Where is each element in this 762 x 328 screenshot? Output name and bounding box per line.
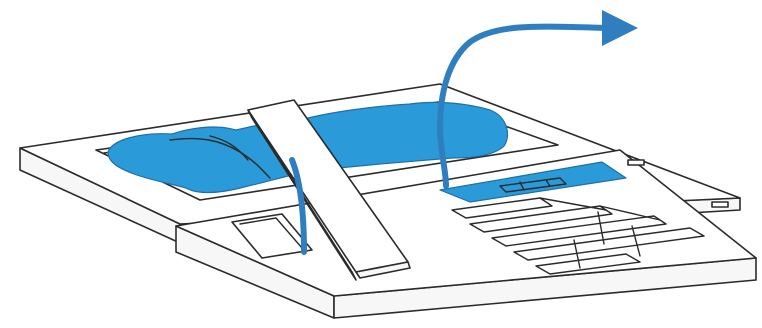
port-slot-lower [712, 202, 728, 207]
port-slot-upper [628, 160, 644, 165]
